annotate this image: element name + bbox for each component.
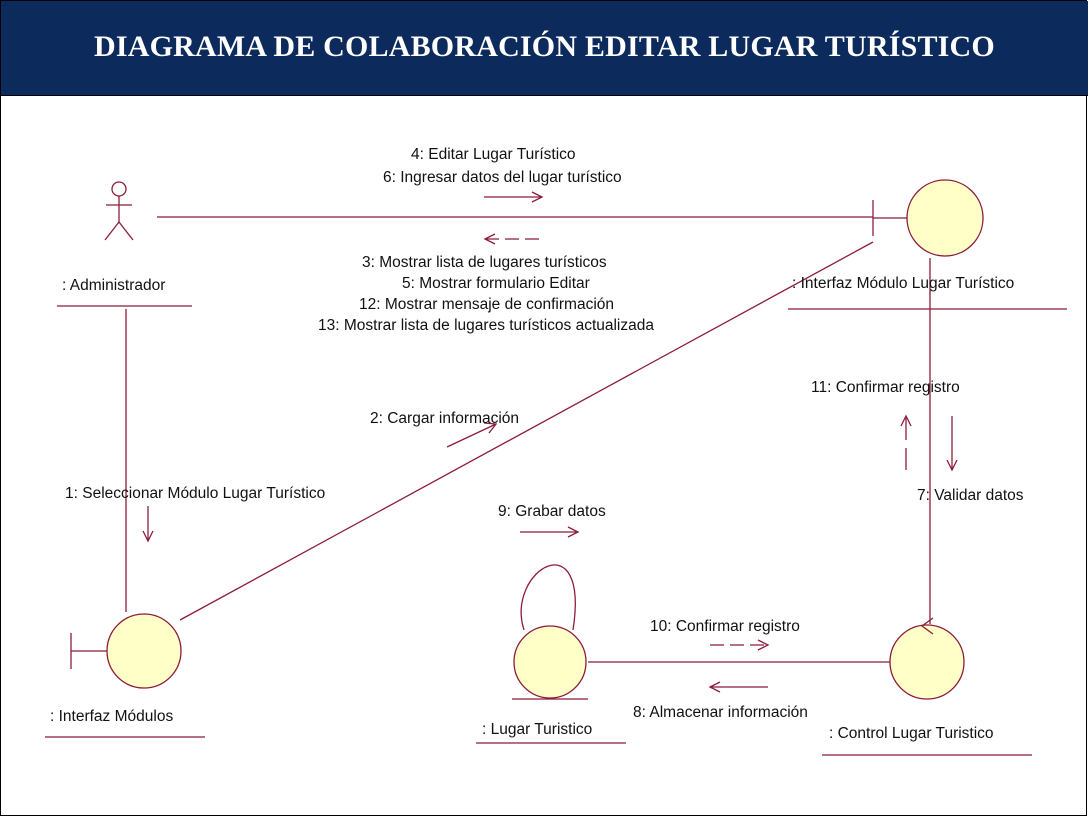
arrow-m11-head — [900, 414, 912, 427]
arrow-m7 — [946, 416, 958, 472]
message-m5: 5: Mostrar formulario Editar — [402, 275, 590, 292]
label-interfaz-modulos: : Interfaz Módulos — [50, 708, 173, 725]
link-interfaz-modulos-interfaz-lugar — [179, 241, 874, 621]
message-m1: 1: Seleccionar Módulo Lugar Turístico — [65, 485, 325, 502]
message-m10: 10: Confirmar registro — [650, 618, 800, 635]
arrow-m3-head — [483, 233, 496, 245]
message-m2: 2: Cargar información — [370, 410, 519, 427]
arrow-m9 — [520, 526, 580, 538]
arrow-m4-m6 — [484, 191, 544, 203]
label-lugar-turistico: : Lugar Turistico — [482, 721, 592, 738]
label-interfaz-modulo-lugar: : Interfaz Módulo Lugar Turístico — [792, 275, 1014, 292]
arrow-m10-head — [757, 639, 770, 651]
message-m11: 11: Confirmar registro — [811, 379, 960, 396]
message-m12: 12: Mostrar mensaje de confirmación — [359, 296, 614, 313]
arrow-m1 — [142, 506, 154, 543]
message-m3: 3: Mostrar lista de lugares turísticos — [362, 254, 607, 271]
message-m9: 9: Grabar datos — [498, 503, 606, 520]
label-administrador: : Administrador — [62, 277, 165, 294]
actor-administrador-icon — [104, 181, 134, 241]
boundary-interfaz-modulo-lugar-icon — [872, 179, 984, 257]
message-m13: 13: Mostrar lista de lugares turísticos … — [318, 317, 654, 334]
message-m7: 7: Validar datos — [917, 487, 1024, 504]
control-lugar-turistico-icon — [889, 617, 965, 700]
page-title: DIAGRAMA DE COLABORACIÓN EDITAR LUGAR TU… — [94, 30, 995, 63]
message-m8: 8: Almacenar información — [633, 704, 808, 721]
arrow-m2 — [446, 422, 498, 448]
label-control-lugar: : Control Lugar Turistico — [829, 725, 994, 742]
arrow-m8 — [708, 681, 768, 693]
entity-lugar-turistico-icon — [512, 564, 588, 700]
boundary-interfaz-modulos-icon — [70, 613, 182, 689]
message-m6: 6: Ingresar datos del lugar turístico — [383, 169, 622, 186]
title-banner: DIAGRAMA DE COLABORACIÓN EDITAR LUGAR TU… — [1, 1, 1088, 96]
message-m4: 4: Editar Lugar Turístico — [411, 146, 576, 163]
